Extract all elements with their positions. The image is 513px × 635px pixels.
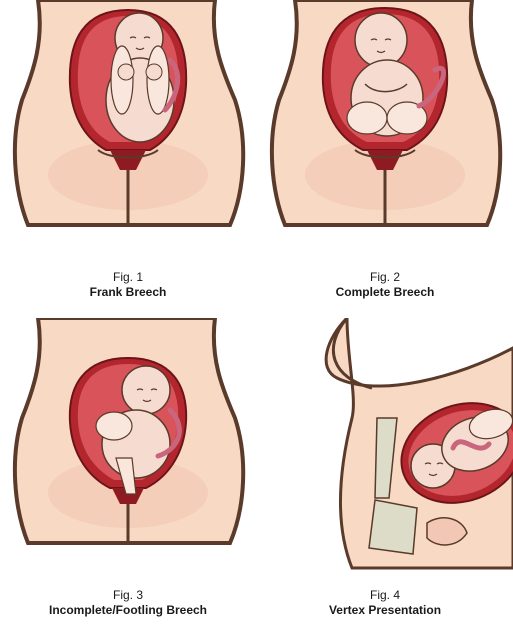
figure-number: Fig. 4 xyxy=(257,588,513,603)
figure-2-caption: Fig. 2 Complete Breech xyxy=(257,270,513,300)
baby-leg-left xyxy=(111,46,133,114)
figure-4-panel: Fig. 4 Vertex Presentation xyxy=(257,318,513,635)
figure-number: Fig. 2 xyxy=(257,270,513,285)
figure-1-panel: Fig. 1 Frank Breech xyxy=(0,0,256,317)
figure-title: Complete Breech xyxy=(257,285,513,300)
figure-number: Fig. 3 xyxy=(0,588,256,603)
figure-4-caption: Fig. 4 Vertex Presentation xyxy=(257,588,513,618)
figure-2-panel: Fig. 2 Complete Breech xyxy=(257,0,513,317)
baby-leg-right xyxy=(147,46,169,114)
figure-3-caption: Fig. 3 Incomplete/Footling Breech xyxy=(0,588,256,618)
baby-knee xyxy=(96,412,132,440)
baby-head xyxy=(355,13,407,67)
baby-knee-left xyxy=(347,102,387,134)
figure-number: Fig. 1 xyxy=(0,270,256,285)
figure-1-caption: Fig. 1 Frank Breech xyxy=(0,270,256,300)
pelvis-bone xyxy=(369,500,417,554)
baby-head xyxy=(122,366,170,414)
figure-title: Incomplete/Footling Breech xyxy=(0,603,256,618)
figure-3-panel: Fig. 3 Incomplete/Footling Breech xyxy=(0,318,256,635)
figure-title: Frank Breech xyxy=(0,285,256,300)
figure-title: Vertex Presentation xyxy=(257,603,513,618)
